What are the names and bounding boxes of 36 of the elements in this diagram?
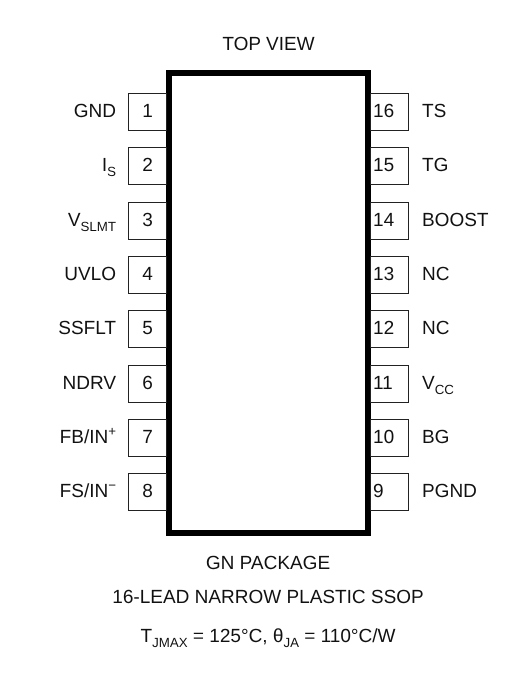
pin-number: 10 — [370, 418, 409, 457]
pin-name: I$_{S}$ — [102, 155, 116, 178]
pin-number: 5 — [128, 310, 167, 348]
pin-number: 4 — [128, 256, 167, 294]
pin-name: SSFLT — [58, 318, 116, 340]
pin-name: GND — [74, 101, 116, 123]
pin-number: 13 — [370, 256, 409, 294]
pin-number: 9 — [370, 473, 409, 512]
pin-number: 6 — [128, 364, 167, 402]
pin-name: FB/IN$^{+}$ — [60, 426, 116, 449]
pin-number: 16 — [370, 93, 409, 131]
pin-number: 3 — [128, 202, 167, 240]
caption-text: T$_{JMAX}$ = 125°C, θ$_{JA}$ = 110°C/W — [140, 626, 396, 648]
pin-name: FS/IN$^{−}$ — [60, 481, 116, 504]
pin-number: 1 — [128, 93, 167, 131]
pin-number: 2 — [128, 147, 167, 186]
pin-name: TS — [422, 101, 446, 123]
pin-number: 12 — [370, 310, 409, 348]
pin-name: BG — [422, 426, 450, 449]
pin-number: 11 — [370, 364, 409, 402]
pin-number: 15 — [370, 147, 409, 186]
pin-name: NDRV — [62, 372, 116, 394]
pin-name: PGND — [422, 481, 477, 504]
pin-number: 14 — [370, 202, 409, 240]
caption-text: GN PACKAGE — [206, 553, 330, 575]
pin-name: NC — [422, 318, 450, 340]
pin-number: 8 — [128, 473, 167, 512]
view-title: TOP VIEW — [221, 34, 316, 56]
pin-number: 7 — [128, 418, 167, 457]
pin-name: TG — [422, 155, 448, 178]
pin-name: V$_{CC}$ — [422, 372, 454, 394]
caption-text: 16-LEAD NARROW PLASTIC SSOP — [112, 587, 424, 609]
pin-name: BOOST — [422, 210, 489, 232]
pin-name: V$_{SLMT}$ — [68, 210, 116, 232]
pin-name: NC — [422, 264, 450, 286]
pin-name: UVLO — [64, 264, 116, 286]
